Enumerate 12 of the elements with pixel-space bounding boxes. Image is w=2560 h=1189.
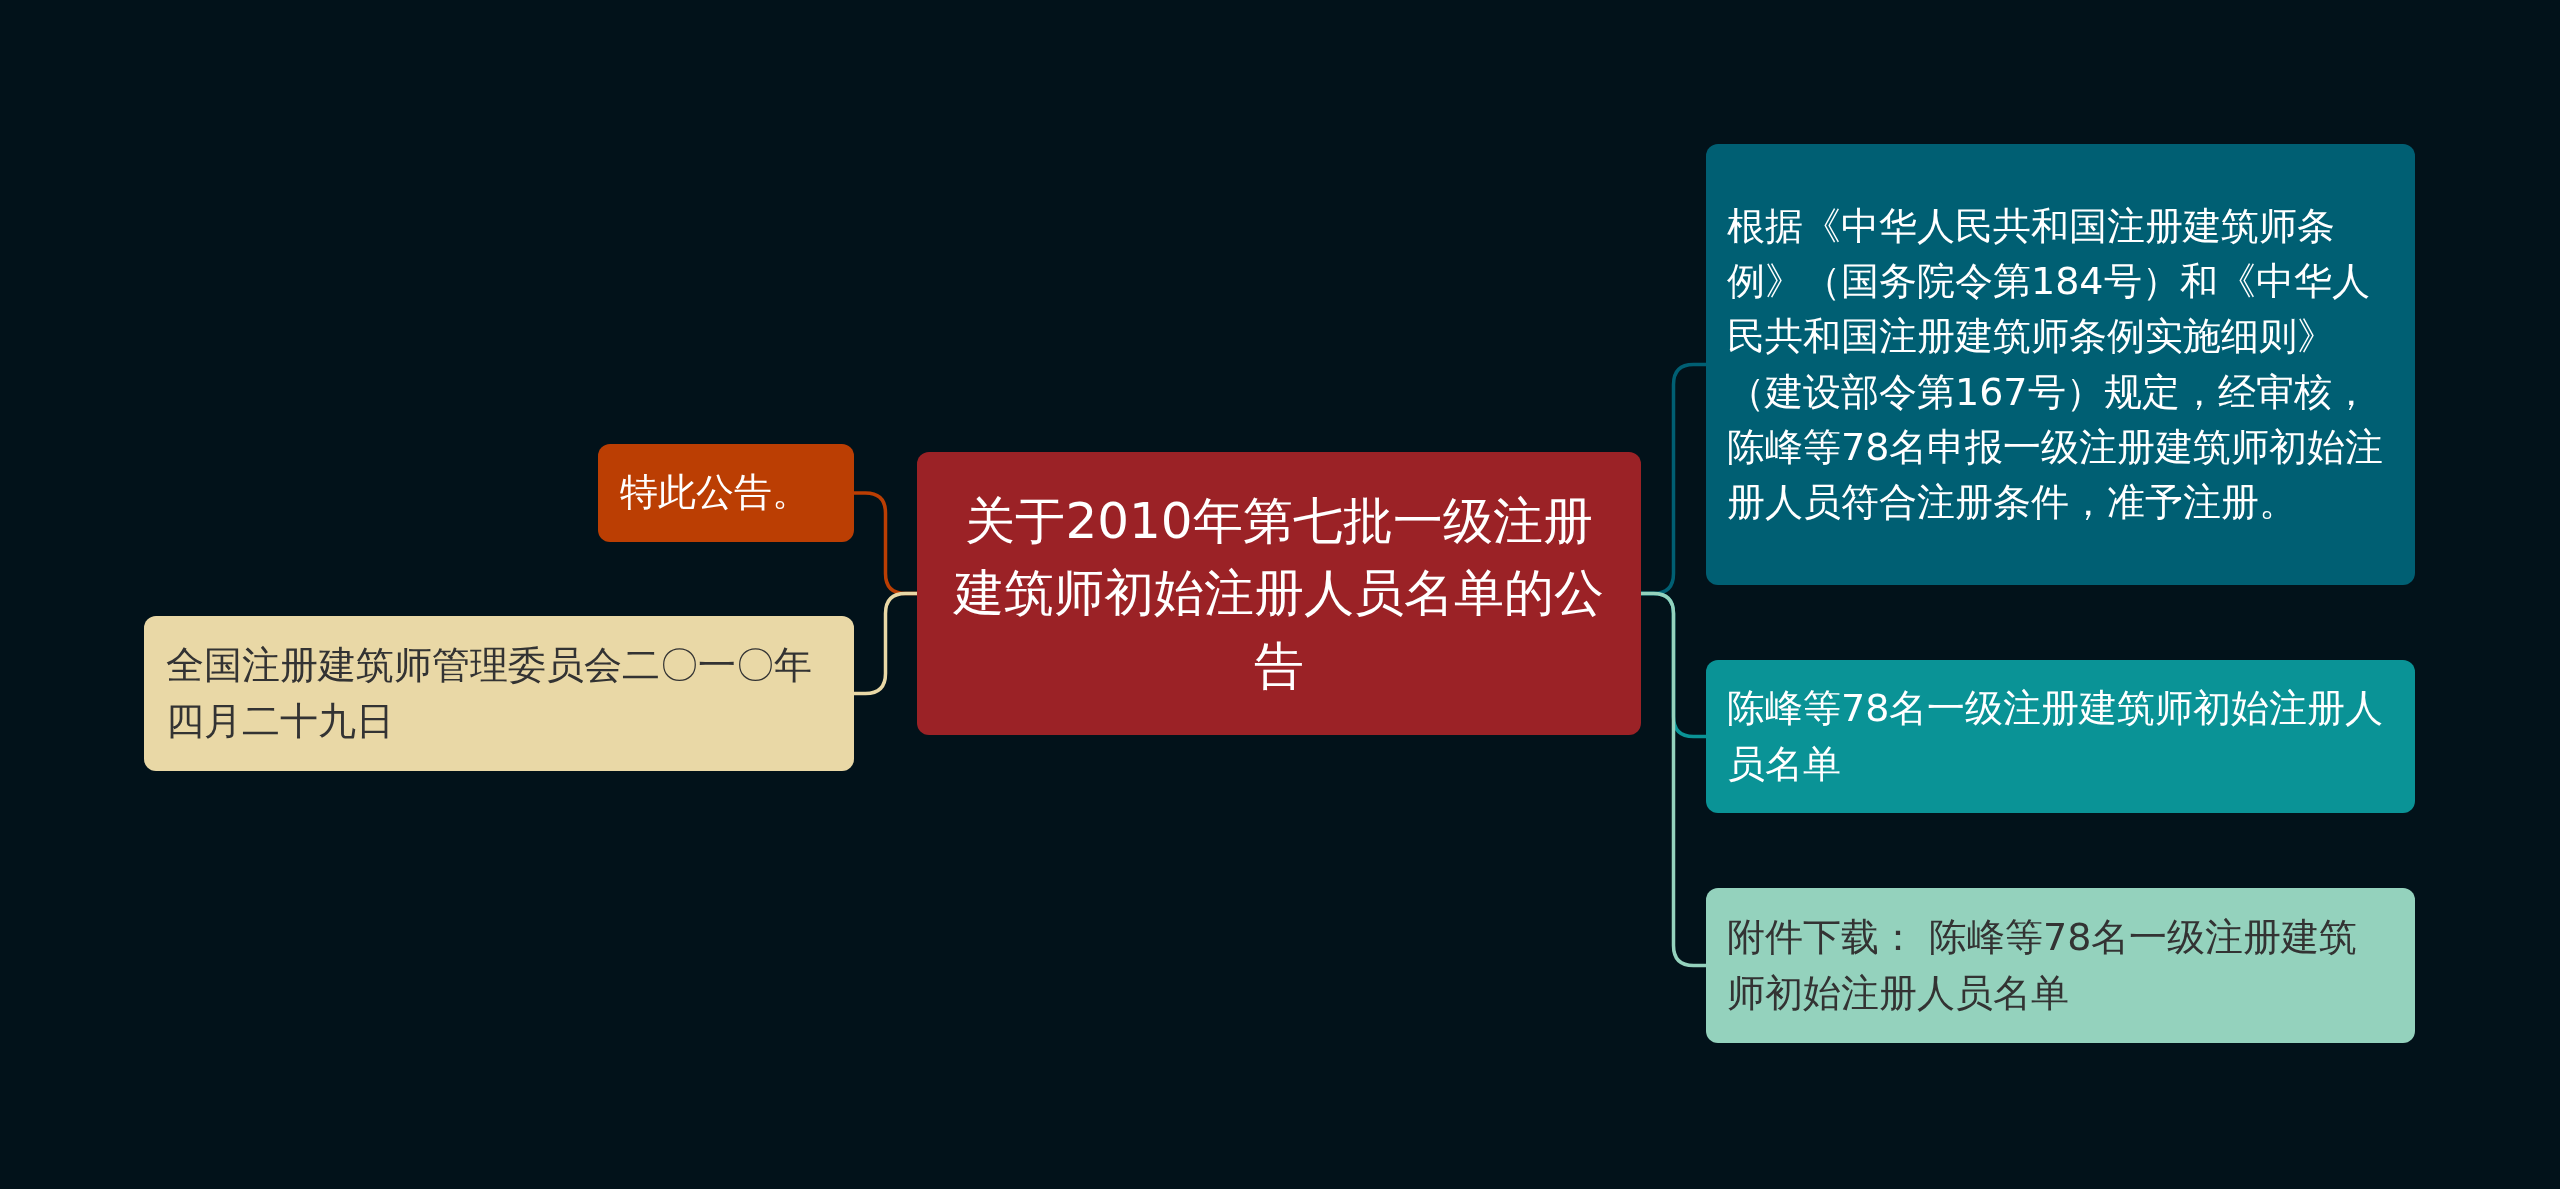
topic-box — [598, 444, 854, 542]
topic-text: 附件下载： 陈峰等78名一级注册建筑师初始注册人员名单 — [1727, 914, 2359, 1017]
topic-box — [144, 616, 854, 771]
topic-box — [1706, 144, 2415, 585]
topic-text: 关于2010年第七批一级注册建筑师初始注册人员名单的公告 — [952, 490, 1605, 697]
central-topic-box — [917, 452, 1641, 735]
topic-box — [1706, 660, 2415, 813]
topic-text: 陈峰等78名一级注册建筑师初始注册人员名单 — [1727, 685, 2385, 788]
topic-box — [1706, 888, 2415, 1043]
topic-text: 根据《中华人民共和国注册建筑师条例》（国务院令第184号）和《中华人民共和国注册建筑师条例实施细则》（建设部令第167号）规定，经审核，陈峰等78名申报一级注册建筑师初始注册人员符合注册条件，准予注册。 — [1727, 203, 2385, 526]
topic-text: 全国注册建筑师管理委员会二〇一〇年四月二十九日 — [166, 642, 813, 745]
topic-text: 特此公告。 — [620, 469, 810, 517]
